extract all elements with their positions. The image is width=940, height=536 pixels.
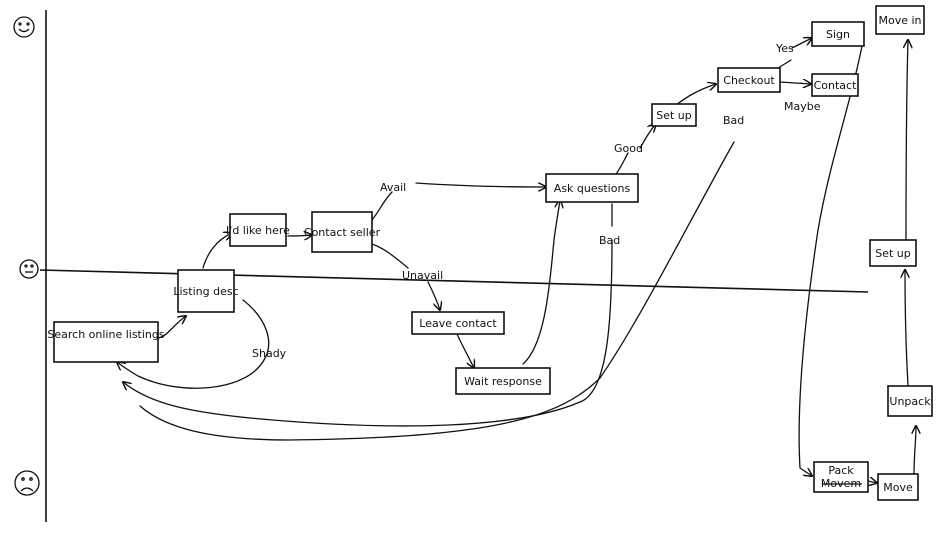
label-good: Good	[614, 142, 643, 155]
node-pack-label: Pack	[828, 464, 854, 477]
edge-checkout-to-contact	[779, 82, 811, 84]
node-set-up-top-label: Set up	[656, 109, 692, 122]
node-leave-contact: Leave contact	[411, 311, 505, 335]
node-unpack: Unpack	[887, 385, 933, 417]
label-bad-checkout: Bad	[723, 114, 744, 127]
edge-setup-to-checkout	[675, 84, 716, 106]
node-unpack-label: Unpack	[889, 395, 931, 408]
edge-wait-to-ask	[522, 200, 560, 365]
node-ask-questions-label: Ask questions	[554, 182, 631, 195]
label-bad-ask: Bad	[599, 234, 620, 247]
node-contact: Contact	[811, 73, 859, 97]
node-checkout: Checkout	[717, 67, 781, 93]
edge-pack-to-move	[867, 481, 877, 483]
node-wait-response-label: Wait response	[464, 375, 542, 388]
node-id-like-here: I'd like here	[226, 213, 290, 247]
node-sign-label: Sign	[826, 28, 850, 41]
happy-face-icon	[13, 16, 35, 38]
node-move-label: Move	[883, 481, 913, 494]
label-avail: Avail	[380, 181, 406, 194]
edge-unpack-to-setup	[905, 270, 908, 386]
node-ask-questions: Ask questions	[545, 173, 639, 203]
node-set-up-right-label: Set up	[875, 247, 911, 260]
edge-checkout-bad-loop	[139, 141, 735, 441]
edge-leave-to-wait	[456, 333, 474, 368]
node-contact-seller-label: Contact seller	[304, 226, 381, 239]
neutral-face-icon	[19, 259, 39, 279]
edge-listing-to-idlike	[202, 233, 232, 269]
node-set-up-top: Set up	[651, 103, 697, 127]
edge-ask-bad-loop	[123, 239, 613, 427]
edge-contact-to-avail	[371, 191, 393, 221]
edge-idlike-to-contact	[287, 235, 312, 236]
edge-search-to-listing	[157, 316, 186, 339]
node-id-like-here-label: I'd like here	[226, 224, 290, 237]
edge-setup-to-movein	[906, 40, 908, 241]
node-pack: Pack Movem	[813, 461, 869, 493]
sad-face-icon	[14, 470, 40, 496]
edge-shady-loop	[117, 299, 270, 389]
node-move-in: Move in	[875, 5, 925, 35]
label-shady: Shady	[252, 347, 287, 360]
label-yes: Yes	[775, 42, 794, 55]
node-set-up-right: Set up	[869, 239, 917, 267]
edge-move-to-unpack	[914, 426, 916, 475]
edge-sign-to-pack	[798, 35, 865, 476]
edge-yes-to-sign	[791, 38, 812, 49]
edge-contact-to-unavail	[371, 243, 409, 269]
neutral-baseline	[39, 269, 869, 293]
node-sign: Sign	[811, 21, 865, 47]
node-wait-response: Wait response	[455, 367, 551, 395]
node-search-online-listings: Search online listings	[47, 321, 165, 363]
node-search-online-listings-label: Search online listings	[47, 328, 165, 341]
node-listing-desc: Listing desc	[173, 269, 239, 313]
node-contact-seller: Contact seller	[304, 211, 381, 253]
node-listing-desc-label: Listing desc	[173, 285, 238, 298]
node-checkout-label: Checkout	[723, 74, 775, 87]
label-unavail: Unavail	[402, 269, 443, 282]
node-move: Move	[877, 473, 919, 501]
edge-unavail-to-leave	[427, 281, 440, 310]
node-contact-label: Contact	[814, 79, 857, 92]
edge-avail-to-ask	[415, 182, 546, 187]
node-move-in-label: Move in	[878, 14, 921, 27]
node-leave-contact-label: Leave contact	[419, 317, 497, 330]
label-maybe: Maybe	[784, 100, 821, 113]
